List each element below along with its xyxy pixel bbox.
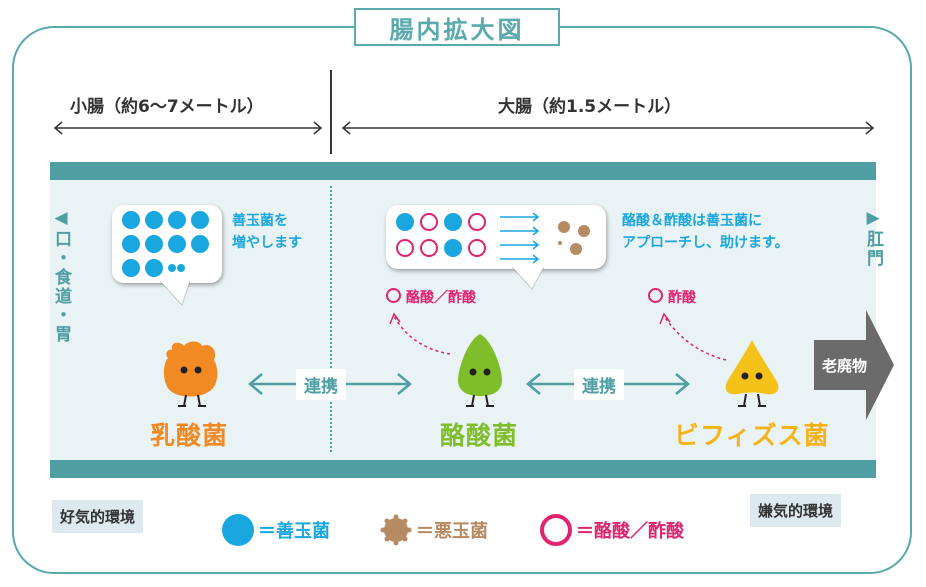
acid-approach-note: 酪酸＆酢酸は善玉菌に アプローチし、助けます。 — [622, 210, 789, 254]
good-bacteria-dot — [444, 213, 462, 231]
acid-ring — [420, 213, 438, 231]
good-bacteria-dot — [191, 211, 209, 229]
speech-bubble-acid-approach — [386, 205, 606, 290]
large-intestine-dimension-arrow — [340, 120, 876, 136]
butyric-products-text: 酪酸／酢酸 — [406, 290, 476, 306]
acid-ring — [468, 239, 486, 257]
side-label-mouth: ◀口・食道・胃 — [51, 208, 71, 344]
good-bacteria-legend-icon — [222, 514, 254, 546]
good-bacteria-dot — [122, 211, 140, 229]
intestine-wall-top — [50, 162, 876, 180]
intestine-boundary-dotted-line — [330, 186, 332, 452]
note-line: 善玉菌を — [232, 213, 288, 229]
good-bacteria-note: 善玉菌を 増やします — [232, 210, 302, 254]
intestine-wall-bottom — [50, 460, 876, 478]
diagram-title: 腸内拡大図 — [354, 8, 560, 46]
speech-bubble-good-bacteria — [112, 205, 222, 306]
section-divider — [330, 70, 332, 154]
legend-bad-text: ＝悪玉菌 — [416, 521, 488, 542]
note-line: 増やします — [232, 235, 302, 251]
acid-legend-icon — [540, 514, 572, 546]
butyric-production-dotted-arrow — [389, 312, 451, 355]
acid-ring — [420, 239, 438, 257]
good-bacteria-dot — [122, 259, 140, 277]
cooperation-label-1: 連携 — [296, 369, 346, 400]
legend-acid-text: ＝酪酸／酢酸 — [576, 521, 684, 542]
aerobic-environment-label: 好気的環境 — [52, 500, 144, 533]
good-bacteria-dot — [145, 235, 163, 253]
bifido-bacteria-character-icon — [725, 340, 779, 407]
bad-bacteria-legend-icon — [380, 514, 412, 546]
acid-ring-icon — [648, 288, 663, 303]
butyric-bacteria-character-icon — [458, 334, 502, 407]
bad-bacteria-cluster-icon — [558, 221, 590, 255]
approach-arrows-icon — [500, 212, 540, 264]
good-bacteria-dot — [444, 239, 462, 257]
dividing-bacteria-icon — [168, 264, 176, 272]
acid-ring — [468, 213, 486, 231]
acid-ring — [396, 239, 414, 257]
small-intestine-label: 小腸（約6〜7メートル） — [70, 97, 264, 117]
bifido-production-dotted-arrow — [659, 312, 727, 361]
side-label-anus: ▶肛門 — [863, 208, 883, 268]
note-line: アプローチし、助けます。 — [622, 235, 789, 251]
dividing-bacteria-icon — [177, 264, 185, 272]
bifido-products-label: 酢酸 — [648, 287, 696, 307]
good-bacteria-dot — [145, 211, 163, 229]
waste-label: 老廃物 — [822, 357, 868, 375]
note-line: 酪酸＆酢酸は善玉菌に — [622, 213, 762, 229]
good-bacteria-dot — [168, 211, 186, 229]
acid-ring-icon — [386, 288, 401, 303]
butyric-bacteria-name: 酪酸菌 — [440, 421, 519, 450]
bifido-products-text: 酢酸 — [668, 290, 696, 306]
legend-bad-bacteria: ＝悪玉菌 — [380, 514, 488, 546]
good-bacteria-dot — [168, 235, 186, 253]
legend-good-text: ＝善玉菌 — [258, 521, 330, 542]
lactic-bacteria-name: 乳酸菌 — [150, 421, 229, 450]
good-bacteria-dot — [145, 259, 163, 277]
large-intestine-label: 大腸（約1.5メートル） — [498, 97, 682, 117]
lactic-bacteria-character-icon — [163, 341, 218, 407]
bifido-bacteria-name: ビフィズス菌 — [674, 421, 830, 450]
small-intestine-dimension-arrow — [52, 120, 324, 136]
legend-good-bacteria: ＝善玉菌 — [222, 514, 330, 546]
legend-acid: ＝酪酸／酢酸 — [540, 514, 684, 546]
good-bacteria-dot — [396, 213, 414, 231]
good-bacteria-dot — [191, 235, 209, 253]
anaerobic-environment-label: 嫌気的環境 — [750, 494, 842, 527]
good-bacteria-dot — [122, 235, 140, 253]
cooperation-label-2: 連携 — [574, 369, 624, 400]
waste-arrow-icon — [814, 310, 894, 420]
butyric-products-label: 酪酸／酢酸 — [386, 287, 476, 307]
